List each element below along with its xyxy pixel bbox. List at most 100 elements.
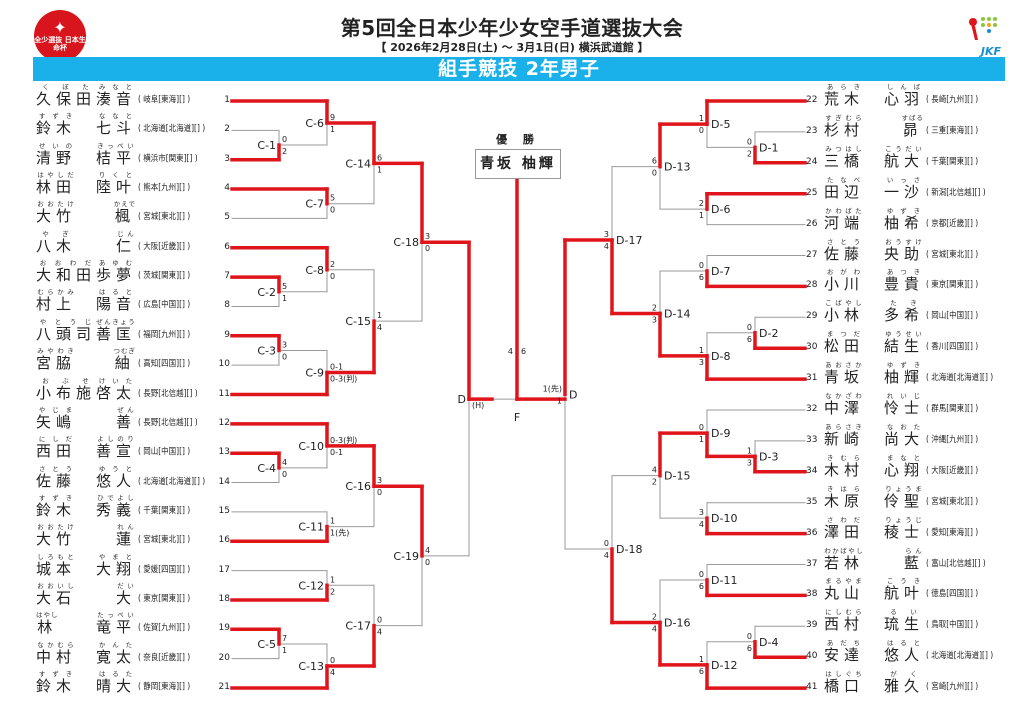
score-bottom: 1 [699, 435, 704, 444]
final-score-left: 4 [508, 347, 513, 356]
given-name-furigana: けいた [96, 376, 137, 385]
player-number: 2 [224, 124, 230, 135]
player-number: 8 [224, 300, 230, 311]
player-name: 田辺たなべ 一沙いっさ [824, 176, 924, 200]
family-name-kanji: 大石 [36, 588, 77, 607]
given-name: 多希たき [884, 299, 924, 323]
player-entry: 城本しろもと 大翔やまと( 愛媛[四国][] )17 [36, 551, 230, 577]
family-name-furigana: すぎむら [824, 113, 865, 122]
match-label: D-11 [711, 574, 737, 587]
player-number: 29 [806, 311, 818, 322]
given-name: 紬つむぎ [114, 347, 137, 371]
given-name-furigana: ななと [95, 112, 136, 121]
given-name: 航大こうだい [884, 145, 924, 169]
affiliation-text: 奈良[近畿][] [143, 652, 185, 663]
score-bottom: 6 [747, 644, 752, 653]
affiliation-text: 茨城[関東][] [143, 271, 185, 282]
player-affiliation: ( 佐賀[九州][] ) [138, 623, 191, 634]
player-number: 26 [806, 218, 818, 229]
player-entry: 鈴木すずき 秀義ひでよし( 千葉[関東][] )15 [36, 492, 230, 518]
given-name-kanji: 善匡 [96, 324, 137, 343]
player-entry: 中村なかむら 寛太かんた( 奈良[近畿][] )20 [36, 639, 230, 665]
family-name-furigana: なかむら [36, 640, 77, 649]
affiliation-text: 愛知[東海][] [931, 527, 973, 538]
affiliation-text: 宮城[東北][] [143, 535, 185, 546]
player-number: 5 [224, 212, 230, 223]
given-name-kanji: 竜平 [95, 618, 136, 637]
family-name: 佐藤さとう [36, 465, 76, 489]
given-name-kanji: 悠人 [883, 646, 924, 665]
affiliation-text: 岡山[中国][] [931, 311, 973, 322]
score-top: 1 [330, 575, 335, 584]
score-top: 4 [282, 458, 287, 467]
affiliation-text: 東京[関東][] [931, 280, 973, 291]
given-name-kanji: 湊音 [96, 90, 137, 108]
player-affiliation: ( 鳥取[中国][] ) [926, 620, 979, 631]
family-name: 林田はやしだ [36, 171, 76, 195]
given-name-kanji: 陸叶 [95, 178, 136, 197]
player-number: 37 [806, 558, 818, 569]
player-affiliation: ( 三重[東海][] ) [926, 125, 979, 136]
player-number: 13 [218, 447, 230, 458]
affiliation-text: 宮城[東北][] [931, 249, 973, 260]
given-name-furigana: がく [883, 670, 924, 679]
player-affiliation: ( 愛媛[四国][] ) [138, 564, 191, 575]
family-name: 佐藤さとう [824, 238, 864, 262]
family-name: 西村にしむら [824, 608, 864, 632]
given-name-furigana: ぜんきょう [96, 317, 137, 326]
score-bottom: 0 [330, 272, 335, 281]
affiliation-text: 京都[近畿][] [931, 218, 973, 229]
player-entry: 30 松田まつだ 結生ゆうせい( 香川[四国][] ) [806, 328, 1000, 354]
family-name-furigana: おおたけ [36, 523, 77, 532]
family-name-furigana: まつだ [824, 330, 864, 339]
family-name-furigana: みやわき [36, 347, 77, 356]
family-name-kanji: 中澤 [824, 399, 865, 417]
given-name-kanji: 柚輝 [883, 368, 924, 387]
player-entry: 38 丸山まるやま 航叶こうき( 徳島[四国][] ) [806, 575, 1000, 601]
family-name-kanji: 澤田 [824, 522, 865, 541]
family-name-furigana: かわばた [824, 206, 865, 215]
tournament-logo: ✦ 全少選抜 日本生命杯 [34, 10, 86, 62]
score-bottom: 2 [282, 147, 287, 156]
player-number: 3 [224, 153, 230, 164]
score-top: 0 [282, 135, 287, 144]
player-entry: 23 杉村すぎむら 昴すばる( 三重[東海][] ) [806, 112, 1000, 138]
player-number: 38 [806, 589, 818, 600]
score-top: 4 [652, 466, 657, 475]
family-name-kanji: 鈴木 [36, 500, 77, 519]
family-name: 三橋みつはし [824, 145, 864, 169]
family-name-kanji: 小林 [824, 306, 865, 325]
player-affiliation: ( 広島[中国][] ) [138, 300, 191, 311]
given-name: 央助おうすけ [884, 238, 924, 262]
given-name-kanji: 一沙 [883, 182, 924, 201]
player-name: 八頭司やとうじ 善匡ぜんきょう [36, 318, 136, 342]
family-name-kanji: 木原 [824, 491, 865, 510]
score-bottom: 2 [747, 149, 752, 158]
family-name-furigana: わかばやし [824, 546, 865, 555]
player-name: 三橋みつはし 航大こうだい [824, 145, 924, 169]
player-name: 澤田さわだ 稜士りょうじ [824, 516, 924, 540]
affiliation-text: 佐賀[九州][] [143, 623, 185, 634]
player-affiliation: ( 千葉[関東][] ) [926, 156, 979, 167]
given-name: 藍らん [904, 547, 924, 571]
family-name-furigana: みつはし [824, 144, 865, 153]
given-name-furigana: ひでよし [95, 493, 136, 502]
family-name: 村上むらかみ [36, 288, 76, 312]
player-entry: 佐藤さとう 悠人ゆうと( 北海道[北海道][] )14 [36, 463, 230, 489]
given-name: 竜平たっぺい [96, 611, 136, 635]
given-name-kanji: 怜士 [883, 399, 924, 417]
match-label: D-13 [664, 161, 690, 174]
player-entry: 33 新崎あらさき 尚大なおた( 沖縄[九州][] ) [806, 421, 1000, 447]
family-name-kanji: 安達 [824, 646, 865, 665]
player-entry: 39 西村にしむら 琉生るい( 鳥取[中国][] ) [806, 606, 1000, 632]
family-name: 杉村すぎむら [824, 114, 864, 138]
given-name-furigana: あゆむ [96, 259, 137, 268]
player-number: 12 [218, 417, 230, 428]
player-name: 佐藤さとう 悠人ゆうと [36, 465, 136, 489]
player-name: 小林こばやし 多希たき [824, 299, 924, 323]
family-name-kanji: 木村 [824, 460, 865, 479]
player-affiliation: ( 大阪[近畿][] ) [138, 241, 191, 252]
affiliation-text: 長崎[九州][] [931, 95, 973, 105]
family-name-furigana: きはら [824, 484, 864, 493]
player-affiliation: ( 徳島[四国][] ) [926, 589, 979, 600]
